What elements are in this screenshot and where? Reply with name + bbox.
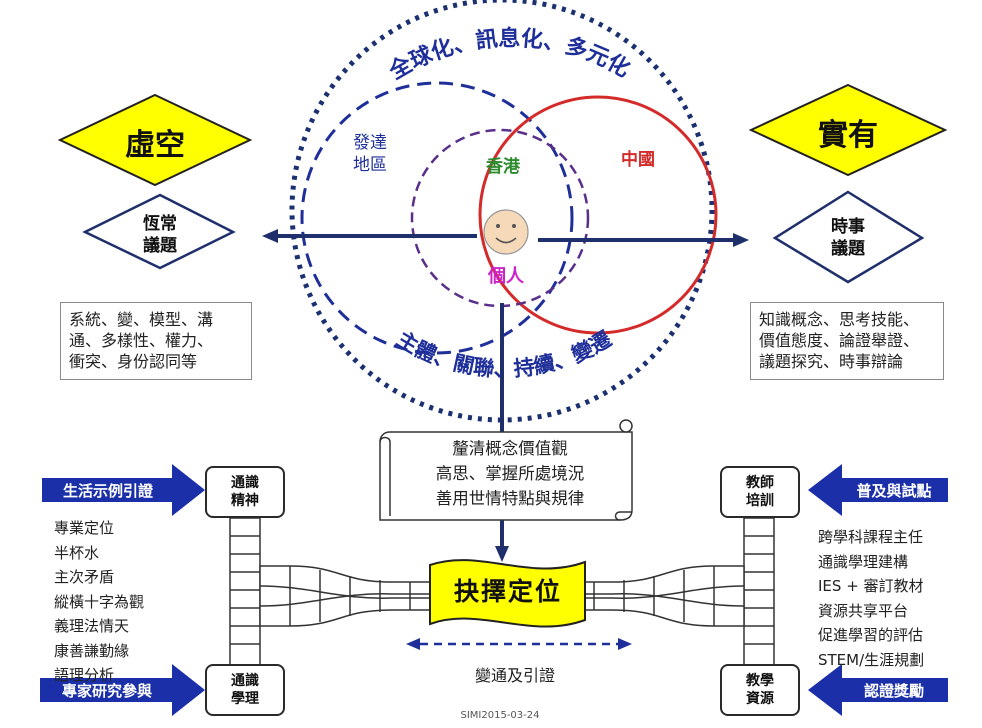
bottom-dashed-arrow-left-head [406,638,420,650]
scroll-line2: 高思、掌握所處境況 [435,464,585,483]
left-list-item: 義理法情天 [54,617,130,635]
china-label: 中國 [621,150,655,170]
node-teacher-training-line2: 培訓 [746,493,774,509]
node-general-theory: 通識 學理 [205,664,285,716]
left-small-diamond-line2: 議題 [143,236,177,256]
developed-area-line2: 地區 [353,155,387,175]
left-list-item: 語理分析 [54,666,115,684]
smiley-face-icon [483,209,529,255]
scroll-line1: 釐清概念價值觀 [452,439,568,458]
right-initiatives-list: 跨學科課程主任 通識學理建構 IES + 審訂教材 資源共享平台 促進學習的評估… [818,525,924,672]
left-list-item: 縱橫十字為觀 [54,592,145,611]
right-ribbon [563,565,745,627]
left-list-item: 半杯水 [54,543,100,562]
arrow-left-bottom-shape [40,664,205,716]
node-general-theory-line1: 通識 [231,673,259,689]
china-circle [478,95,718,335]
bottom-flex-label: 變通及引證 [474,666,555,685]
outer-dotted-circle [289,0,715,423]
right-list-item: 通識學理建構 [818,552,909,571]
right-skills-line2: 價值態度、論證舉證、 [759,331,920,350]
right-skills-line1: 知識概念、思考技能、 [759,310,920,329]
right-big-diamond [748,83,948,177]
bottom-dashed-arrow-right-head [618,638,632,650]
right-big-diamond-label: 實有 [818,118,878,153]
developed-area-circle [300,81,574,355]
right-list-item: IES + 審訂教材 [818,577,924,595]
node-teaching-resources-line1: 教學 [746,673,774,689]
down-arrow-head [495,546,509,562]
center-banner-label: 抉擇定位 [453,577,562,606]
node-general-spirit: 通識 精神 [205,466,285,518]
hongkong-circle [410,128,590,308]
left-list-item: 康善謙勤緣 [54,641,130,660]
developed-area-line1: 發達 [353,133,387,153]
arrow-left-top-shape [42,464,205,516]
left-concepts-line2: 通、多樣性、權力、 [69,331,214,350]
right-small-diamond-line2: 議題 [831,239,865,259]
left-small-diamond-line1: 恆常 [143,214,177,234]
left-big-diamond [57,93,253,187]
left-concepts-line3: 衝突、身份認同等 [69,352,198,371]
arrow-right-bottom-label: 認證獎勵 [863,681,924,700]
left-small-diamond [82,193,236,270]
node-general-theory-line2: 學理 [231,691,259,707]
left-concepts-line1: 系統、變、模型、溝 [69,310,214,329]
node-teaching-resources-line2: 資源 [746,691,774,707]
right-ladder [743,517,775,669]
right-small-diamond-line1: 時事 [831,217,865,237]
developed-area-label: 發達 地區 [340,132,400,176]
individual-label: 個人 [488,266,524,287]
node-general-spirit-line2: 精神 [231,493,259,509]
node-general-spirit-line1: 通識 [231,475,259,491]
left-big-diamond-label: 虛空 [125,128,185,163]
arrow-right-top-shape [808,464,948,516]
right-list-item: 促進學習的評估 [818,626,924,644]
node-teaching-resources: 教學 資源 [720,664,800,716]
left-list-item: 專業定位 [54,519,115,537]
right-list-item: 跨學科課程主任 [818,528,924,546]
left-ladder [229,517,261,669]
right-list-item: 資源共享平台 [818,601,909,620]
left-concepts-box: 系統、變、模型、溝 通、多樣性、權力、 衝突、身份認同等 [60,302,252,380]
left-principles-list: 專業定位 半杯水 主次矛盾 縱橫十字為觀 義理法情天 康善謙勤緣 語理分析 [54,516,144,688]
right-arrow-head [733,233,749,247]
footer-date: SIMI2015-03-24 [460,710,540,721]
arrow-left-bottom-label: 專家研究參與 [61,681,152,700]
node-teacher-training: 教師 培訓 [720,466,800,518]
scroll-text: 釐清概念價值觀 高思、掌握所處境況 善用世情特點與規律 [392,436,628,511]
arrow-right-top-label: 普及與試點 [856,481,932,500]
right-skills-box: 知識概念、思考技能、 價值態度、論證舉證、 議題探究、時事辯論 [750,302,944,380]
outer-top-arc-text: 全球化、訊息化、多元化 [384,25,634,85]
left-ribbon [259,565,441,627]
arrow-right-bottom-shape [808,664,948,716]
scroll-line3: 善用世情特點與規律 [435,489,585,508]
left-list-item: 主次矛盾 [54,568,115,586]
hongkong-label: 香港 [486,157,520,177]
right-skills-line3: 議題探究、時事辯論 [759,352,904,371]
node-teacher-training-line1: 教師 [746,475,774,491]
left-arrow-head [262,229,278,243]
right-small-diamond [772,190,925,284]
right-small-diamond-label: 時事 議題 [808,216,888,260]
right-list-item: STEM/生涯規劃 [818,650,925,669]
scroll-shape [379,419,633,521]
left-small-diamond-label: 恆常 議題 [120,213,200,257]
center-banner-shape [429,559,586,628]
arrow-left-top-label: 生活示例引證 [62,481,153,500]
